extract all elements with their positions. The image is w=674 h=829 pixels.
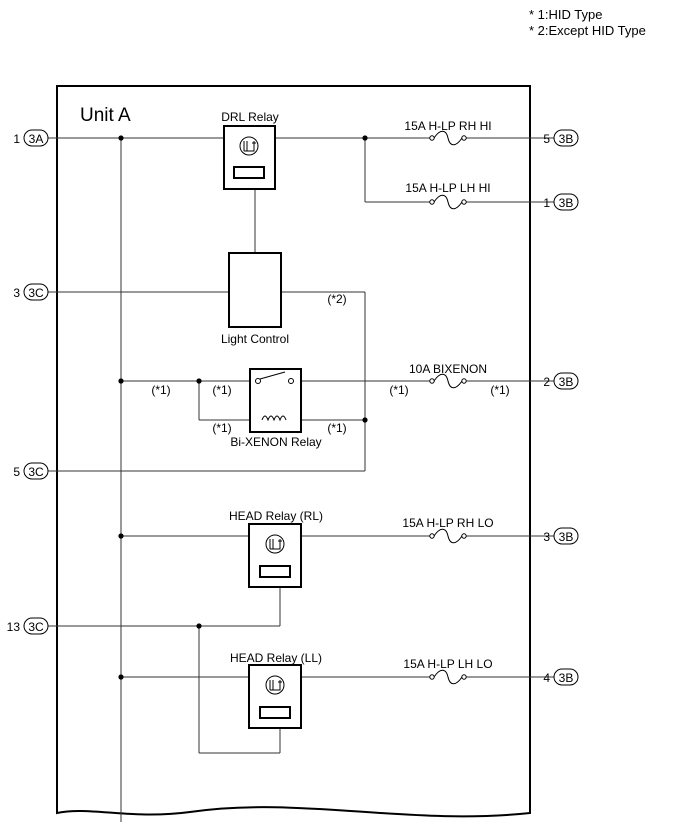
legend-except-hid-type: * 2:Except HID Type [529,23,646,38]
junction-dot [118,674,124,680]
pin-3c-5: 5 3C [13,462,49,480]
fuse-rh-lo-label: 15A H-LP RH LO [402,516,493,530]
connector-id: 3B [559,132,574,146]
connector-id: 3B [559,530,574,544]
pin-number: 3 [13,286,20,300]
connector-id: 3C [28,620,44,634]
note-star2: (*2) [327,292,346,306]
connector-id: 3C [28,465,44,479]
fuse-lh-hi-label: 15A H-LP LH HI [405,181,490,195]
connector-id: 3B [559,196,574,210]
light-control [228,252,282,328]
junction-dot [118,135,124,141]
junction-dot [196,623,202,629]
junction-dots [118,135,368,680]
pin-3b-5: 5 3B [543,129,579,147]
fuse-rh-hi-label: 15A H-LP RH HI [404,119,491,133]
connector-id: 3B [559,375,574,389]
head-relay-ll-label: HEAD Relay (LL) [230,651,322,665]
junction-dot [362,135,368,141]
pin-3b-3: 3 3B [543,527,579,545]
pin-3a-1: 1 3A [13,129,49,147]
pin-number: 5 [543,132,550,146]
fuse-rh-lo [429,528,467,544]
connector-id: 3B [559,671,574,685]
fuse-lh-lo [429,669,467,685]
note-star1: (*1) [212,383,231,397]
pin-number: 4 [543,671,550,685]
head-relay-ll [248,664,302,729]
drl-relay-label: DRL Relay [221,110,279,124]
fuse-bixenon-label: 10A BIXENON [409,362,487,376]
fuse-rh-hi [429,130,467,146]
pin-number: 1 [13,132,20,146]
legend-hid-type: * 1:HID Type [529,7,602,22]
pin-3c-3: 3 3C [13,283,49,301]
head-relay-rl [248,523,302,588]
note-star1: (*1) [151,383,170,397]
unit-a-title: Unit A [80,105,131,126]
bixenon-relay-label: Bi-XENON Relay [230,435,321,449]
fuse-bixenon [429,373,467,389]
unit-a-frame [56,85,531,818]
pin-3b-1: 1 3B [543,193,579,211]
bixenon-relay [249,368,302,433]
fuse-lh-lo-label: 15A H-LP LH LO [403,657,492,671]
light-control-label: Light Control [221,332,289,346]
connector-id: 3C [28,286,44,300]
note-star1: (*1) [490,383,509,397]
note-star1: (*1) [327,421,346,435]
pin-number: 2 [543,375,550,389]
drl-relay [223,125,276,190]
pin-number: 5 [13,465,20,479]
pin-3b-4: 4 3B [543,668,579,686]
fuse-lh-hi [429,194,467,210]
pin-number: 3 [543,530,550,544]
pin-number: 13 [7,620,21,634]
pin-number: 1 [543,196,550,210]
connector-id: 3A [29,132,44,146]
junction-dot [118,533,124,539]
junction-dot [118,378,124,384]
pin-3b-2: 2 3B [543,372,579,390]
junction-dot [196,378,202,384]
junction-dot [362,417,368,423]
pin-3c-13: 13 3C [7,617,49,635]
note-star1: (*1) [389,383,408,397]
head-relay-rl-label: HEAD Relay (RL) [229,509,323,523]
note-star1: (*1) [212,421,231,435]
